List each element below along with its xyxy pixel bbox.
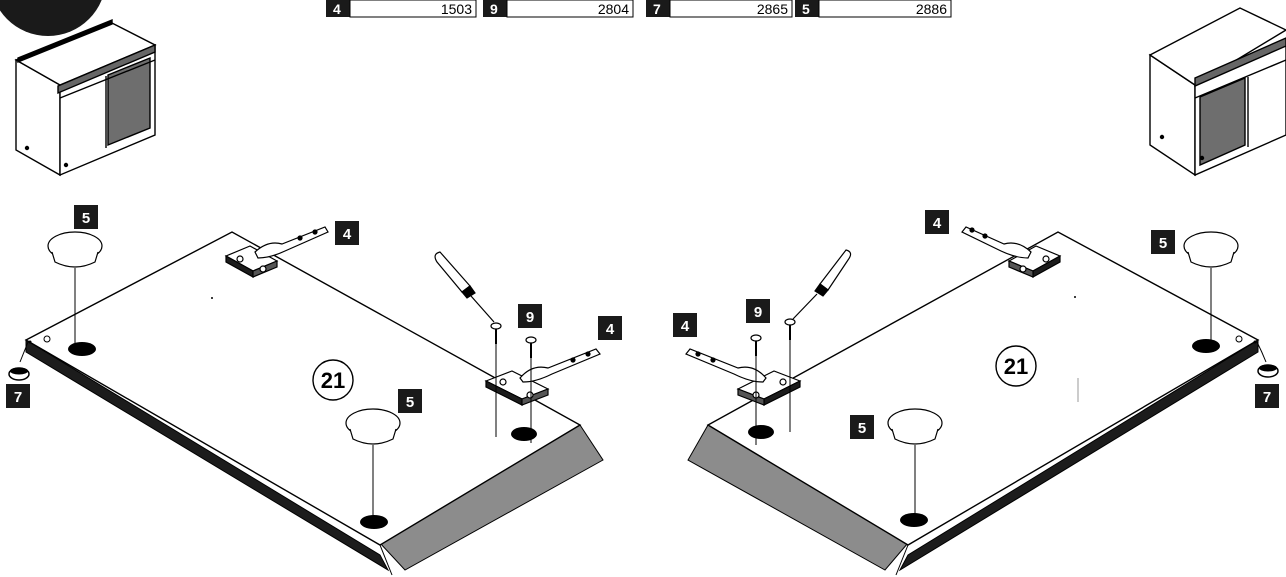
screwdriver-icon (434, 251, 495, 323)
svg-text:7: 7 (1263, 389, 1271, 406)
screw (490, 322, 502, 437)
panel-number: 21 (1004, 354, 1028, 379)
foot-pad (1183, 231, 1239, 353)
part-code: 2886 (916, 1, 947, 17)
parts-table-row: 7 2865 (646, 0, 793, 18)
callout-label: 5 (398, 389, 422, 413)
callout-label: 4 (598, 316, 622, 340)
cabinet-thumbnail-right (1148, 7, 1286, 177)
svg-text:9: 9 (526, 309, 534, 326)
part-id: 7 (653, 1, 661, 17)
svg-text:5: 5 (1159, 235, 1167, 252)
callout-label: 5 (850, 415, 874, 439)
callout-label: 9 (518, 304, 542, 328)
parts-table-row: 5 2886 (795, 0, 952, 18)
screw (750, 334, 762, 445)
callout-label: 7 (6, 384, 30, 408)
svg-text:4: 4 (933, 215, 942, 232)
panel-right: 21 4 5 4 9 5 7 (673, 210, 1279, 576)
bumper-pad (8, 341, 30, 381)
svg-text:4: 4 (343, 226, 352, 243)
screw (525, 336, 537, 443)
foot-pad (887, 408, 943, 527)
part-code: 1503 (441, 1, 472, 17)
svg-text:9: 9 (754, 304, 762, 321)
cabinet-thumbnail-left (14, 18, 157, 177)
part-id: 9 (490, 1, 498, 17)
callout-label: 7 (1255, 384, 1279, 408)
callout-label: 4 (673, 313, 697, 337)
svg-text:5: 5 (82, 210, 90, 227)
parts-table-row: 9 2804 (483, 0, 634, 18)
callout-label: 5 (74, 205, 98, 229)
foot-pad (345, 408, 401, 529)
part-id: 5 (802, 1, 810, 17)
callout-label: 4 (335, 221, 359, 245)
svg-text:4: 4 (606, 321, 615, 338)
step-badge (0, 0, 102, 36)
screwdriver-icon (792, 249, 852, 320)
callout-label: 5 (1151, 230, 1175, 254)
svg-text:5: 5 (406, 394, 414, 411)
parts-table-row: 4 1503 (326, 0, 477, 18)
svg-text:4: 4 (681, 318, 690, 335)
parts-table: 4 1503 9 2804 7 2865 5 2886 (326, 0, 952, 18)
hinge (961, 226, 1062, 279)
part-id: 4 (333, 1, 341, 17)
callout-label: 4 (925, 210, 949, 234)
callout-label: 9 (746, 299, 770, 323)
svg-text:5: 5 (858, 420, 866, 437)
bumper-pad (1256, 341, 1279, 378)
foot-pad (47, 231, 103, 356)
panel-number: 21 (321, 368, 345, 393)
hinge (685, 348, 802, 406)
part-code: 2804 (598, 1, 629, 17)
part-code: 2865 (757, 1, 788, 17)
panel-left: 21 5 4 9 4 7 5 (6, 205, 622, 576)
screw (784, 318, 796, 432)
svg-text:7: 7 (14, 389, 22, 406)
hinge (224, 226, 329, 279)
hinge (484, 348, 601, 406)
